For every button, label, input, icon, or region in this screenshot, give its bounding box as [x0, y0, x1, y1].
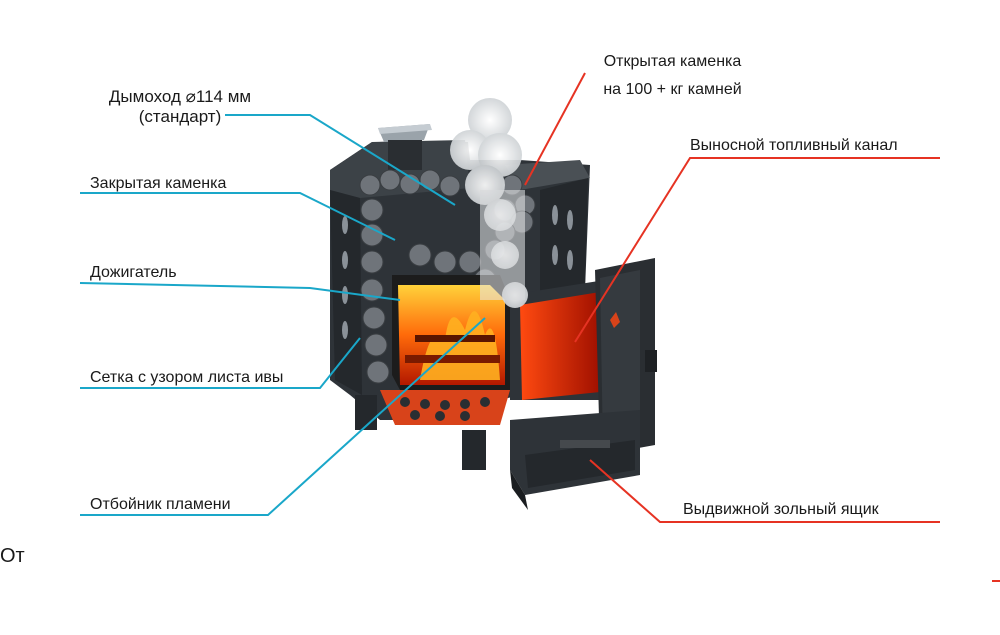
label-fuel-channel: Выносной топливный канал [690, 137, 898, 154]
left-leader-lines [79, 114, 486, 516]
label-ash-drawer: Выдвижной зольный ящик [683, 501, 879, 518]
grate [380, 390, 510, 425]
leader-flame-deflector [80, 317, 486, 516]
label-afterburner: Дожигатель [90, 264, 177, 281]
partial-footer-text: От [0, 545, 25, 567]
red-mark [992, 580, 1000, 582]
label-closed-heater: Закрытая каменка [90, 175, 227, 192]
label-chimney-line1: Дымоход ⌀114 мм [108, 87, 252, 106]
leader-open-heater [524, 72, 586, 186]
label-open-heater-line2: на 100 + кг камней [603, 81, 742, 98]
right-leader-lines [524, 72, 940, 523]
label-open-heater-line1: Открытая каменка [603, 53, 742, 70]
leader-chimney [225, 114, 456, 206]
label-mesh: Сетка с узором листа ивы [90, 369, 284, 386]
leader-mesh [80, 337, 361, 389]
leader-fuel-channel [574, 157, 940, 343]
label-chimney: Дымоход ⌀114 мм (стандарт) [80, 87, 280, 127]
label-chimney-line2: (стандарт) [138, 107, 222, 126]
fuel-channel-box [510, 280, 605, 400]
chimney [378, 124, 432, 170]
ash-drawer [510, 410, 640, 510]
stove-body [330, 98, 657, 510]
label-flame-deflector: Отбойник пламени [90, 496, 231, 513]
willow-leaf-pattern [342, 216, 348, 339]
leader-ash-drawer [589, 459, 940, 523]
leader-closed-heater [80, 192, 396, 241]
leader-afterburner [79, 282, 401, 301]
steam [450, 98, 528, 308]
label-open-heater: Открытая каменка на 100 + кг камней [565, 52, 780, 100]
fire [398, 285, 505, 385]
door [595, 258, 657, 455]
